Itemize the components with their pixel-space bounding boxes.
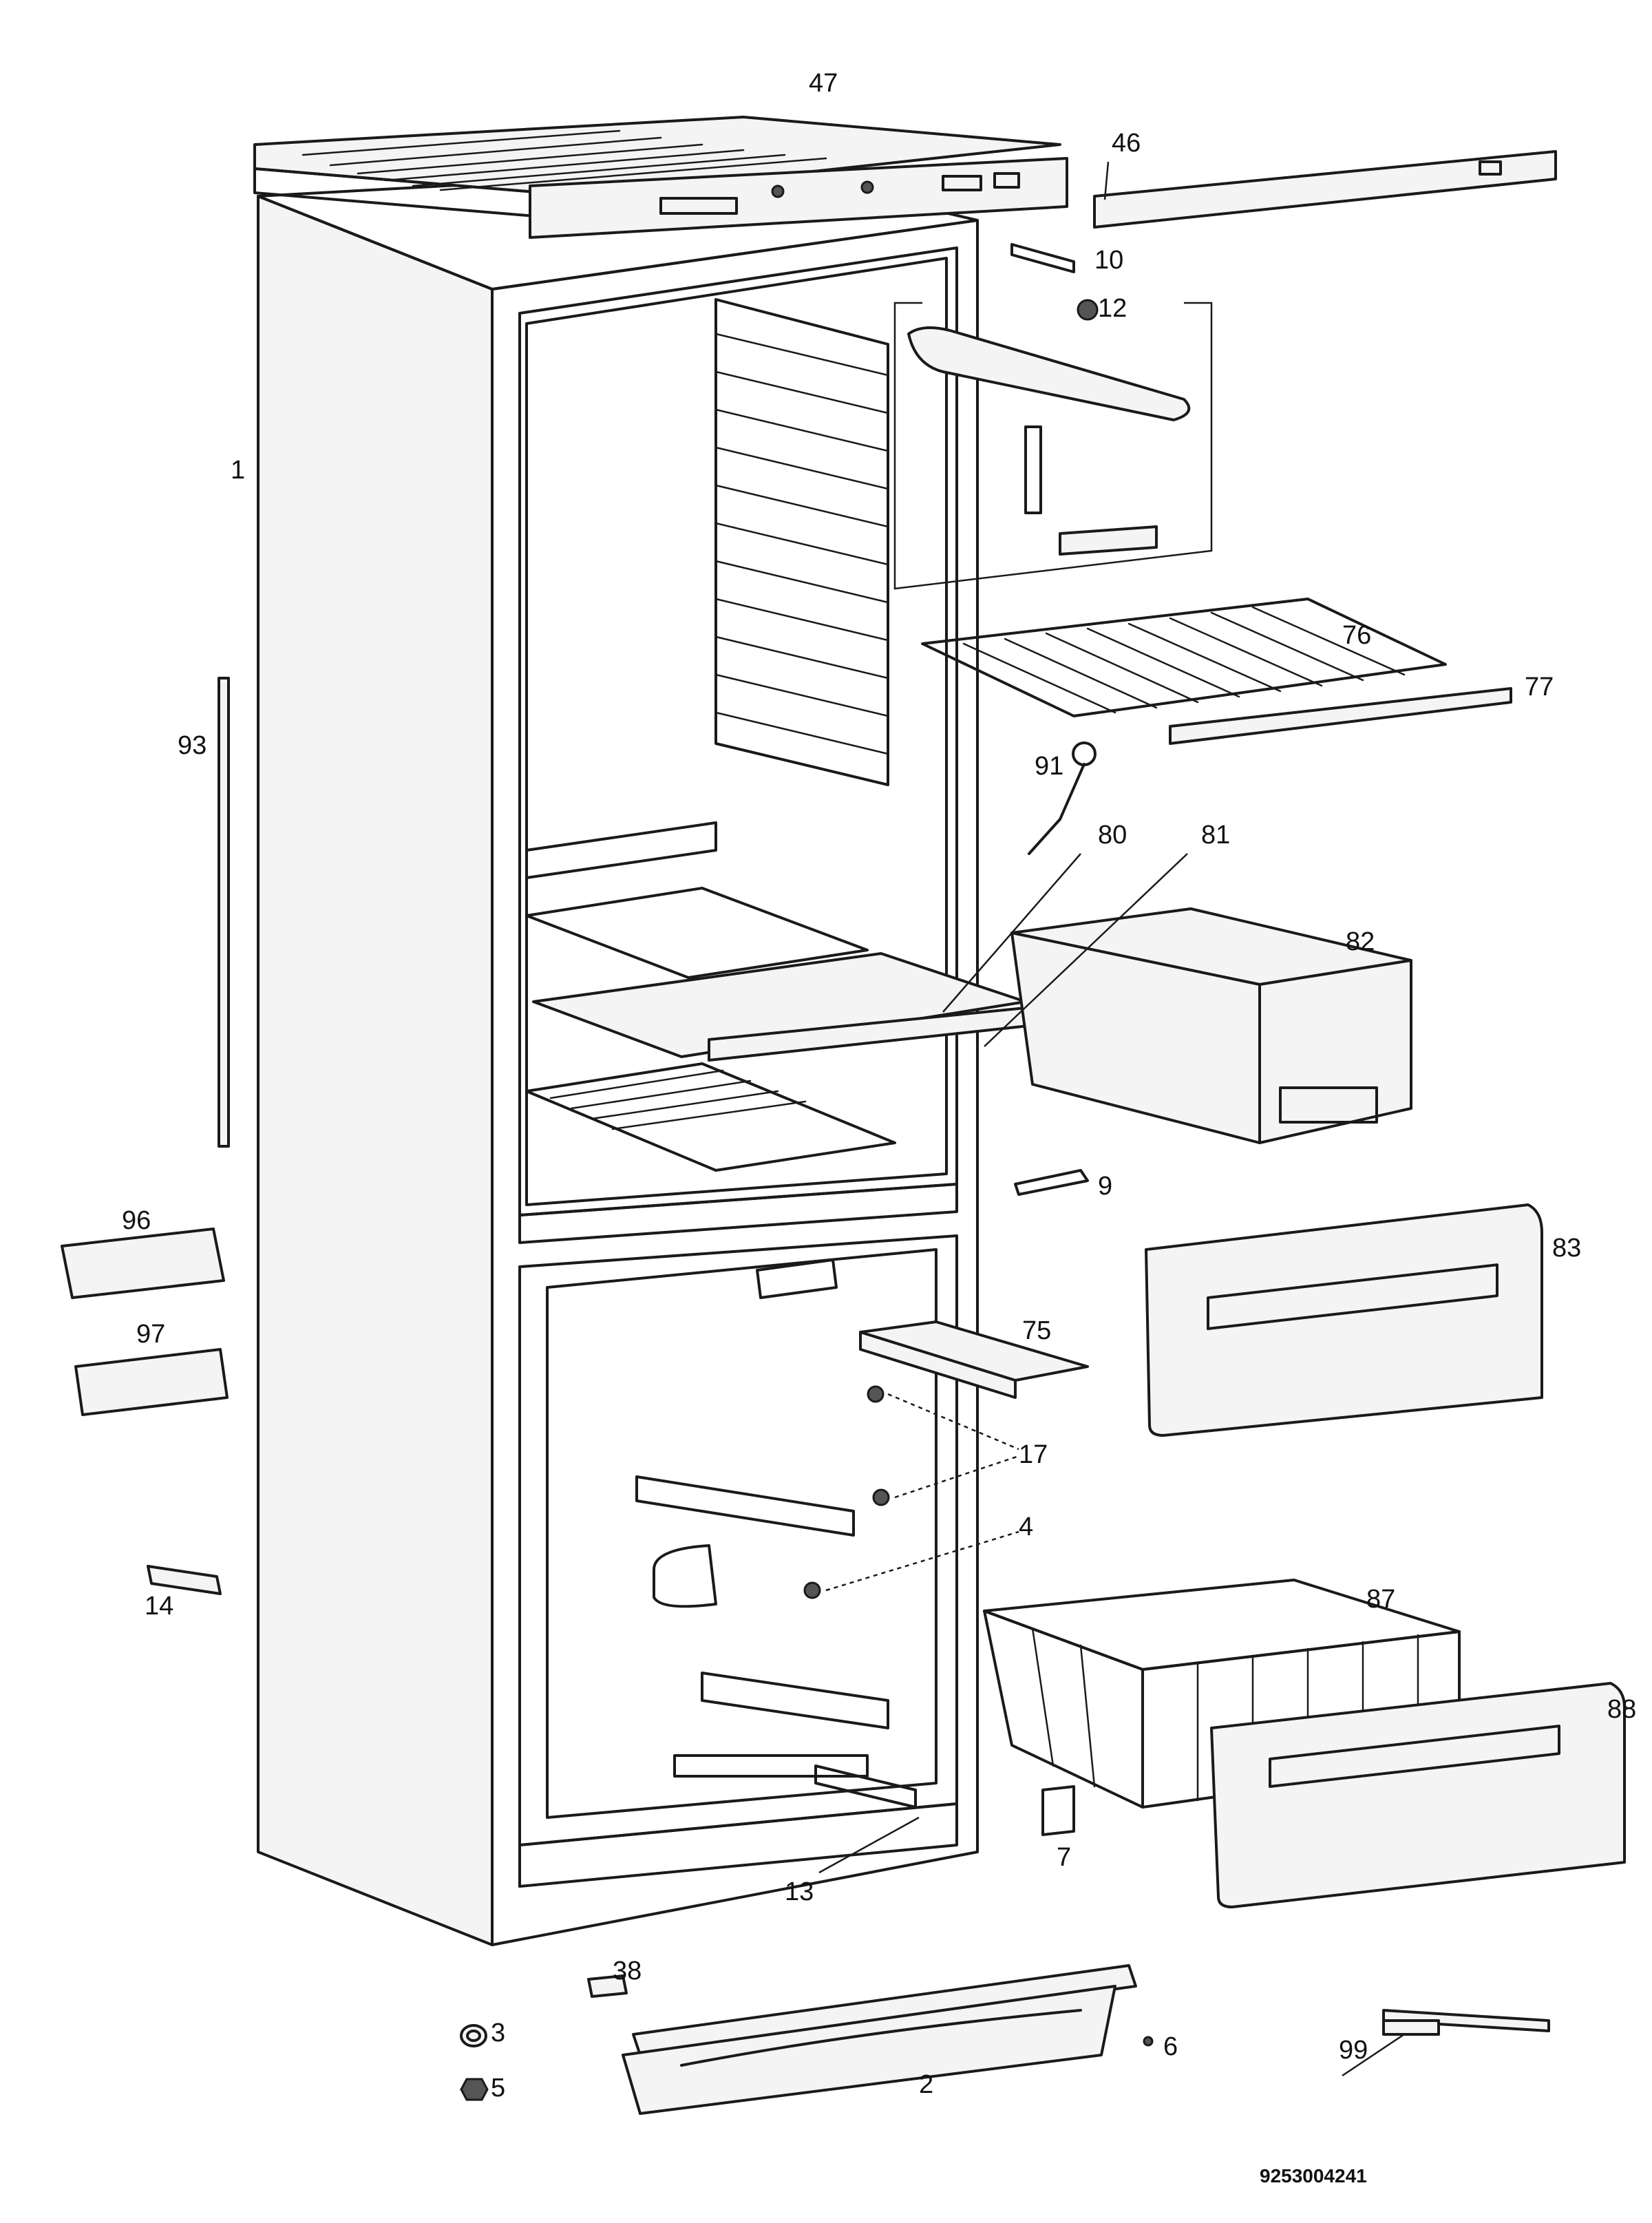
label-1: 1	[231, 456, 245, 485]
label-2: 2	[919, 2070, 933, 2099]
wire-shelf-trim	[1169, 687, 1512, 745]
label-97: 97	[136, 1320, 165, 1349]
label-12: 12	[1098, 294, 1127, 323]
label-93: 93	[178, 731, 206, 760]
screw-38b	[872, 1488, 890, 1506]
thermostat-box	[893, 299, 1213, 590]
label-91: 91	[1035, 752, 1063, 781]
hinge-9	[1014, 1169, 1089, 1196]
label-10: 10	[1094, 246, 1123, 275]
hinge-10	[1010, 243, 1075, 273]
label-81: 81	[1201, 821, 1230, 850]
door-flap-88	[1210, 1682, 1626, 1908]
freezer-internals	[635, 1258, 889, 1778]
part-17	[147, 1565, 222, 1595]
label-47: 47	[809, 69, 838, 98]
label-88: 88	[1607, 1695, 1636, 1724]
label-96: 96	[122, 1206, 151, 1235]
control-panel	[529, 157, 1068, 239]
screw-6	[1143, 2036, 1154, 2047]
part-labels: 47 46 10 12 1 76 77 93 91 80 81 82 9 96 …	[122, 69, 1636, 2103]
label-82: 82	[1346, 927, 1375, 956]
screws	[803, 1385, 1019, 1599]
kickplate	[622, 1964, 1137, 2115]
label-9: 9	[1098, 1172, 1112, 1201]
hinge-cover-96	[61, 1228, 225, 1299]
ice-tray	[859, 1320, 1089, 1399]
wire-shelf	[921, 598, 1447, 717]
label-46: 46	[1112, 129, 1141, 158]
label-38: 17	[1019, 1440, 1048, 1469]
top-cover	[253, 116, 1061, 222]
label-17: 14	[145, 1592, 173, 1621]
seal-rail	[218, 677, 230, 1148]
bottom-hinge-13	[814, 1764, 917, 1809]
foot-3	[460, 2024, 487, 2047]
clip-14	[587, 1974, 628, 1998]
label-13: 13	[785, 1877, 814, 1906]
cabinet	[257, 167, 979, 1946]
top-cover-vents	[301, 129, 827, 191]
wall-shelf-supports	[714, 298, 889, 786]
label-14: 38	[613, 1957, 642, 1985]
label-80: 80	[1098, 821, 1127, 850]
label-3: 3	[491, 2019, 505, 2047]
inner-shelves	[525, 821, 896, 1172]
bottom-hinge-7	[1041, 1785, 1075, 1836]
lamp-holder	[1059, 525, 1158, 556]
leader-lines	[818, 161, 1405, 2077]
foot-cover-97	[74, 1348, 229, 1416]
drawing-code: 9253004241	[1260, 2165, 1367, 2187]
label-7: 7	[1057, 1843, 1071, 1872]
label-4: 4	[1019, 1513, 1033, 1541]
crisper-drawer	[1010, 907, 1412, 1144]
bracket-91	[1028, 741, 1097, 855]
label-87: 87	[1366, 1585, 1395, 1614]
trim-strip	[1093, 150, 1557, 229]
label-83: 83	[1552, 1234, 1581, 1263]
screw-38a	[867, 1385, 885, 1403]
foot-5	[460, 2078, 489, 2101]
door-flap-83	[1145, 1203, 1543, 1437]
label-77: 77	[1525, 673, 1554, 702]
thermostat-housing	[907, 326, 1191, 421]
screw-12	[1077, 299, 1099, 321]
label-75: 75	[1022, 1316, 1051, 1345]
part-99	[1382, 2009, 1550, 2036]
screw-4	[803, 1581, 821, 1599]
label-5: 5	[491, 2074, 505, 2103]
label-99: 99	[1339, 2036, 1368, 2065]
label-6: 6	[1163, 2032, 1178, 2061]
thermostat-sensor	[1024, 425, 1042, 514]
label-76: 76	[1342, 621, 1371, 650]
